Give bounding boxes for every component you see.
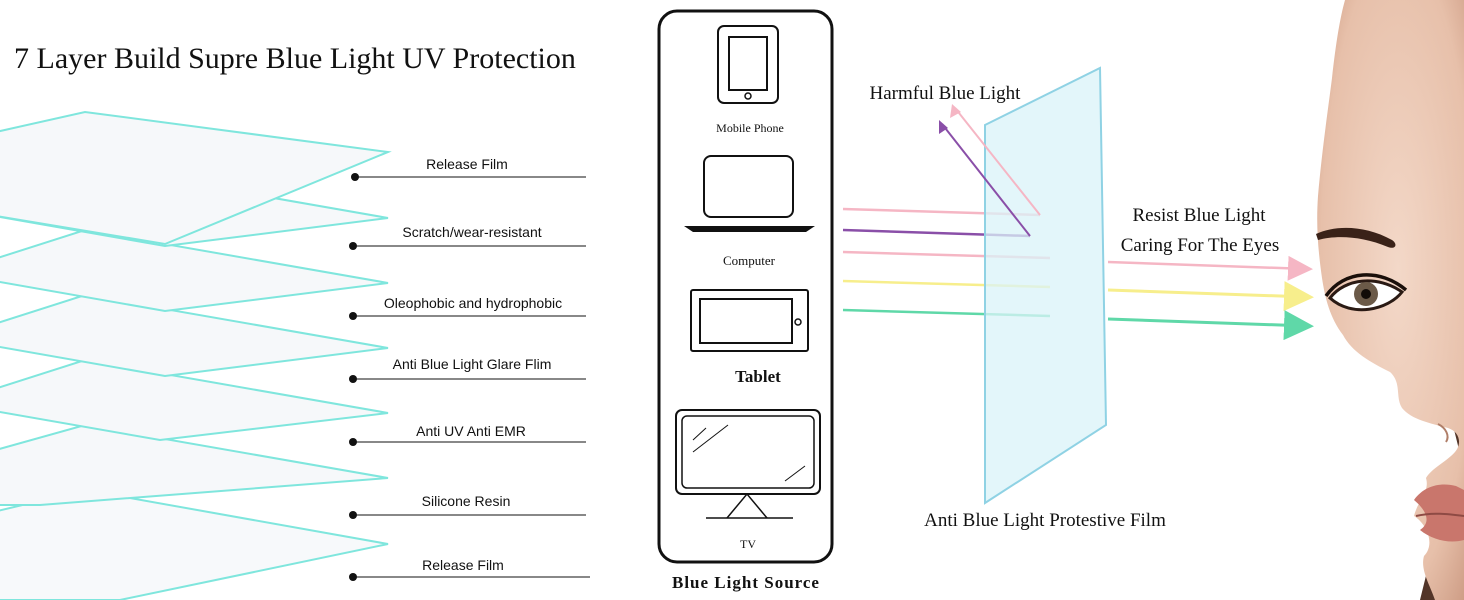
mobile-phone-label: Mobile Phone — [716, 121, 784, 135]
page-title: 7 Layer Build Supre Blue Light UV Protec… — [14, 42, 576, 75]
layer-label-6: Silicone Resin — [422, 493, 511, 509]
layer-sheet-6 — [0, 423, 389, 506]
ray-pink-out — [1107, 255, 1313, 281]
device-panel: Mobile Phone Computer Tablet TV — [657, 9, 834, 564]
face-eyebrow — [1316, 227, 1396, 248]
tv-label: TV — [740, 537, 756, 551]
outgoing-rays — [1107, 255, 1314, 341]
ray-purple-reflected-out — [941, 123, 1031, 237]
layer-label-3: Oleophobic and hydrophobic — [384, 295, 562, 311]
device-panel-frame — [657, 9, 834, 564]
layer-stack — [0, 110, 392, 600]
layer-sheet-7 — [0, 488, 389, 600]
layer-labels: Release Film Scratch/wear-resistant Oleo… — [349, 156, 590, 581]
protective-film-label: Anti Blue Light Protestive Film — [924, 510, 1166, 531]
layer-label-5: Anti UV Anti EMR — [416, 423, 526, 439]
computer-icon — [684, 155, 815, 232]
tablet-label: Tablet — [735, 367, 781, 386]
protective-film-panel — [984, 66, 1108, 505]
ray-green-out — [1107, 310, 1314, 341]
layer-label-2: Scratch/wear-resistant — [402, 224, 541, 240]
layer-label-1: Release Film — [426, 156, 508, 172]
face-lip-line — [1415, 512, 1464, 517]
ray-yellow-out — [1107, 281, 1314, 312]
ray-purple-reflected-arrowhead — [939, 120, 948, 134]
computer-label: Computer — [723, 253, 776, 268]
tv-icon — [675, 409, 821, 519]
reflected-rays — [939, 104, 1041, 237]
resist-blue-light-label: Resist Blue Light — [1133, 205, 1267, 226]
harmful-blue-light-label: Harmful Blue Light — [870, 83, 1022, 104]
layer-label-7: Release Film — [422, 557, 504, 573]
tablet-icon — [690, 289, 809, 352]
face-nostril — [1437, 423, 1449, 443]
face-pupil — [1361, 289, 1371, 299]
layer-sheet-3 — [0, 228, 389, 313]
mobile-phone-icon — [717, 25, 779, 104]
ray-pink-reflected-out — [954, 107, 1041, 216]
layer-label-4: Anti Blue Light Glare Flim — [393, 356, 552, 372]
caring-for-eyes-label: Caring For The Eyes — [1121, 235, 1280, 256]
ray-pink-reflected-arrowhead — [950, 104, 961, 118]
layer-sheet-4 — [0, 293, 389, 378]
layer-sheet-1 — [0, 110, 392, 246]
face-eyelash — [1324, 273, 1408, 298]
woman-face-image — [1316, 0, 1464, 600]
layer-sheet-5 — [0, 358, 389, 442]
blue-light-source-label: Blue Light Source — [672, 573, 820, 592]
